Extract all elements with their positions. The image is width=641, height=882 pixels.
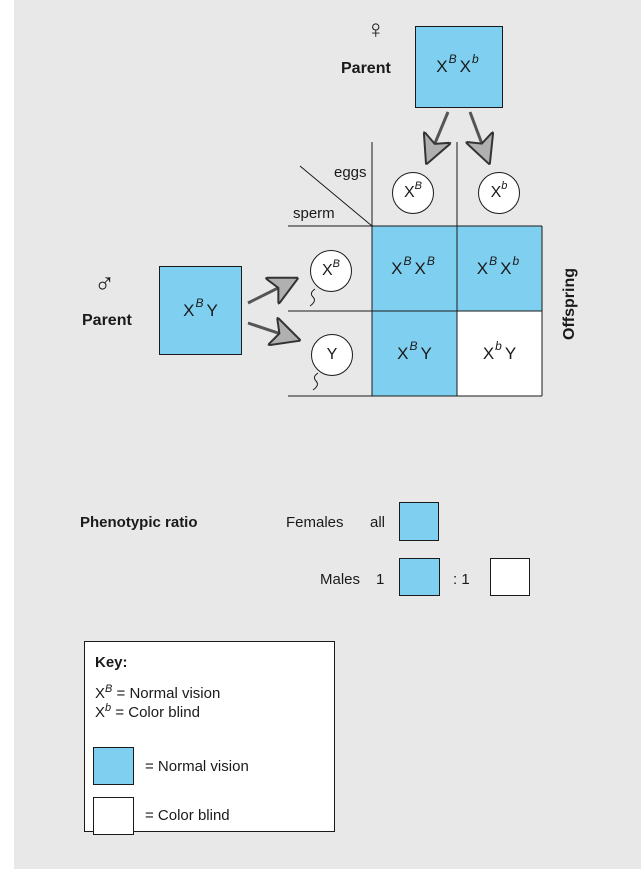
males-colorblind-swatch bbox=[490, 558, 530, 596]
punnett-cell-2 bbox=[457, 226, 542, 311]
phenotypic-ratio-title: Phenotypic ratio bbox=[80, 514, 198, 531]
offspring-label: Offspring bbox=[561, 268, 578, 340]
key-colorblind-swatch bbox=[93, 797, 134, 835]
key-line-normal: XB = Normal vision bbox=[95, 683, 221, 702]
females-swatch bbox=[399, 502, 439, 541]
sperm-label: sperm bbox=[293, 205, 335, 222]
key-colorblind-label: = Color blind bbox=[145, 807, 230, 824]
male-parent-box bbox=[159, 266, 242, 355]
eggs-label: eggs bbox=[334, 164, 367, 181]
punnett-cell-4 bbox=[457, 311, 542, 396]
sperm-allele-circle: Y bbox=[311, 334, 353, 376]
key-normal-swatch bbox=[93, 747, 134, 785]
key-line-colorblind: Xb = Color blind bbox=[95, 702, 200, 721]
females-value: all bbox=[370, 514, 386, 531]
male-parent-label: Parent bbox=[82, 312, 132, 329]
male-symbol: ♂ bbox=[94, 268, 115, 299]
males-label: Males bbox=[320, 571, 361, 588]
female-symbol: ♀ bbox=[366, 14, 386, 44]
males-normal-swatch bbox=[399, 558, 440, 596]
female-parent-label: Parent bbox=[341, 60, 391, 77]
key-normal-label: = Normal vision bbox=[145, 758, 249, 775]
female-parent-box bbox=[415, 26, 503, 108]
males-first-value: 1 bbox=[376, 571, 385, 588]
males-ratio-separator: : 1 bbox=[453, 571, 470, 588]
punnett-cell-3 bbox=[372, 311, 457, 396]
females-label: Females bbox=[286, 514, 344, 531]
key-title: Key: bbox=[95, 654, 128, 671]
punnett-cell-1 bbox=[372, 226, 457, 311]
